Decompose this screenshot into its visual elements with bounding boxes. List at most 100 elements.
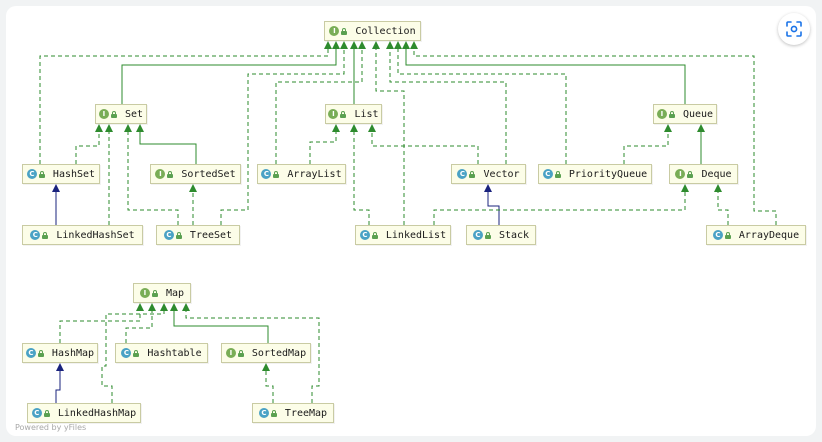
public-lock-icon xyxy=(110,111,118,119)
arrowhead xyxy=(350,124,358,132)
edge-arraylist-to-collection xyxy=(275,41,366,164)
node-label: SortedMap xyxy=(251,347,307,359)
node-label: LinkedHashSet xyxy=(56,229,135,241)
node-label: SortedSet xyxy=(181,168,236,180)
edge-sortedset-to-set xyxy=(136,124,197,164)
arrowhead xyxy=(350,41,358,49)
arrowhead xyxy=(124,124,132,132)
edge-stack-to-vector xyxy=(484,184,500,225)
node-label: LinkedList xyxy=(385,229,447,241)
fit-to-screen-icon xyxy=(786,21,802,37)
node-treeset[interactable]: C TreeSet xyxy=(156,225,240,245)
edge-treeset-to-collection xyxy=(220,41,348,225)
node-label: Map xyxy=(165,287,185,299)
public-lock-icon xyxy=(151,290,159,298)
arrowhead xyxy=(372,41,380,49)
edge-linkedhashset-to-hashset xyxy=(52,184,60,225)
public-lock-icon xyxy=(43,410,51,418)
arrowhead xyxy=(182,303,190,311)
arrowhead xyxy=(56,363,64,371)
public-lock-icon xyxy=(273,171,280,179)
node-treemap[interactable]: C TreeMap xyxy=(252,403,334,423)
node-priorityqueue[interactable]: C PriorityQueue xyxy=(538,164,652,184)
edge-vector-to-list xyxy=(368,124,479,164)
public-lock-icon xyxy=(38,171,46,179)
node-deque[interactable]: I Deque xyxy=(669,164,738,184)
edge-linkedhashset-to-set xyxy=(105,124,113,225)
edge-linkedhashmap-to-map xyxy=(101,303,168,403)
edge-layer xyxy=(39,41,777,403)
node-label: ArrayDeque xyxy=(738,229,800,241)
node-sortedmap[interactable]: I SortedMap xyxy=(221,343,311,363)
edge-sortedmap-to-map xyxy=(170,303,269,343)
arrowhead xyxy=(681,184,689,192)
edge-arraydeque-to-collection xyxy=(410,41,777,225)
edge-queue-to-collection xyxy=(402,41,686,104)
node-linkedlist[interactable]: C LinkedList xyxy=(355,225,451,245)
node-hashset[interactable]: C HashSet xyxy=(22,164,100,184)
interface-icon: I xyxy=(155,169,166,179)
arrowhead xyxy=(340,41,348,49)
edge-priorityqueue-to-collection xyxy=(394,41,567,164)
node-label: HashSet xyxy=(52,168,96,180)
arrowhead xyxy=(189,184,197,192)
arrowhead xyxy=(262,363,270,371)
interface-icon: I xyxy=(225,348,236,358)
class-icon: C xyxy=(261,169,272,179)
edge-treeset-to-set xyxy=(124,124,179,225)
class-icon: C xyxy=(359,230,370,240)
public-lock-icon xyxy=(469,171,476,179)
node-label: LinkedHashMap xyxy=(57,407,137,419)
node-sortedset[interactable]: I SortedSet xyxy=(150,164,241,184)
node-list[interactable]: I List xyxy=(325,104,382,124)
class-icon: C xyxy=(258,408,269,418)
public-lock-icon xyxy=(37,350,45,358)
edge-arraylist-to-list xyxy=(309,124,340,164)
node-label: Queue xyxy=(682,108,714,120)
arrowhead xyxy=(136,124,144,132)
node-label: Collection xyxy=(355,25,416,37)
class-icon: C xyxy=(542,169,553,179)
node-label: TreeMap xyxy=(284,407,328,419)
edge-linkedlist-to-collection xyxy=(372,41,405,225)
edge-vector-to-collection xyxy=(386,41,507,164)
interface-icon: I xyxy=(328,109,339,119)
interface-icon: I xyxy=(675,169,686,179)
node-queue[interactable]: I Queue xyxy=(653,104,717,124)
arrowhead xyxy=(52,184,60,192)
class-icon: C xyxy=(25,348,36,358)
arrowhead xyxy=(358,41,366,49)
node-label: List xyxy=(354,108,379,120)
node-label: Deque xyxy=(701,168,732,180)
edge-linkedlist-to-deque xyxy=(433,184,689,225)
node-label: PriorityQueue xyxy=(568,168,648,180)
public-lock-icon xyxy=(42,232,49,240)
edge-treeset-to-sortedset xyxy=(189,184,197,225)
public-lock-icon xyxy=(175,232,183,240)
arrowhead xyxy=(394,41,402,49)
public-lock-icon xyxy=(237,350,245,358)
node-label: TreeSet xyxy=(189,229,233,241)
interface-icon: I xyxy=(656,109,667,119)
edge-priorityqueue-to-queue xyxy=(623,124,672,164)
edge-arraydeque-to-deque xyxy=(714,184,729,225)
class-icon: C xyxy=(163,230,174,240)
edge-hashmap-to-map xyxy=(59,303,144,343)
interface-icon: I xyxy=(98,109,109,119)
edge-linkedlist-to-list xyxy=(350,124,370,225)
arrowhead xyxy=(332,124,340,132)
fit-to-screen-button[interactable] xyxy=(778,13,810,45)
class-icon: C xyxy=(26,169,37,179)
